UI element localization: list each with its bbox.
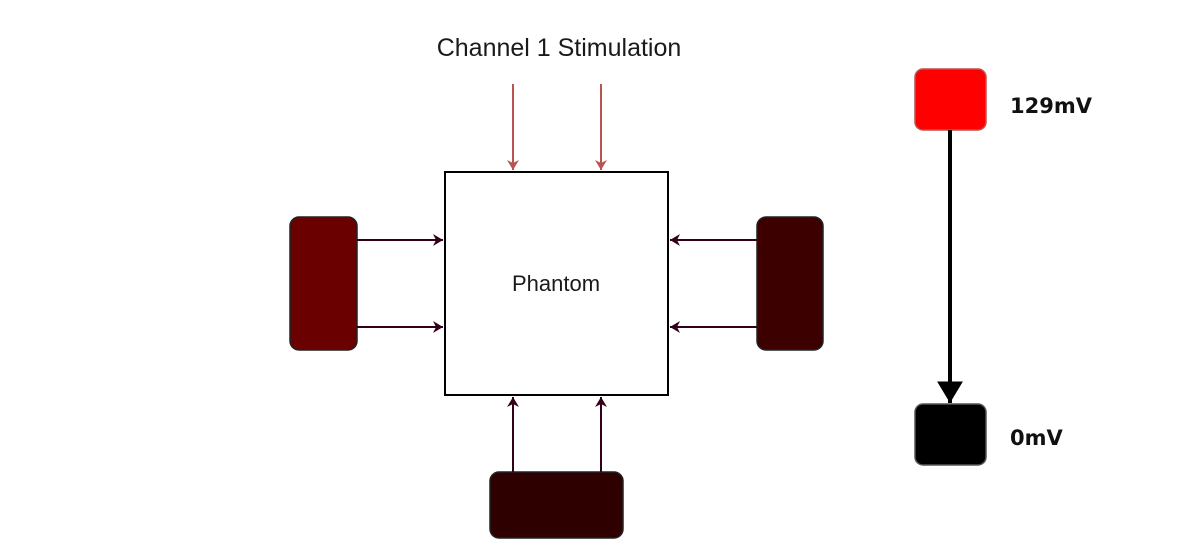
diagram-title: Channel 1 Stimulation bbox=[437, 34, 682, 62]
phantom-box bbox=[444, 171, 669, 396]
right-electrode bbox=[756, 216, 824, 351]
scale-max-label: 129mV bbox=[1010, 94, 1093, 118]
scale-min-label: 0mV bbox=[1010, 426, 1063, 450]
bottom-electrode bbox=[489, 471, 624, 539]
scale-min-swatch bbox=[914, 403, 987, 466]
left-electrode bbox=[289, 216, 358, 351]
scale-max-swatch bbox=[914, 68, 987, 131]
phantom-label: Phantom bbox=[512, 271, 600, 296]
